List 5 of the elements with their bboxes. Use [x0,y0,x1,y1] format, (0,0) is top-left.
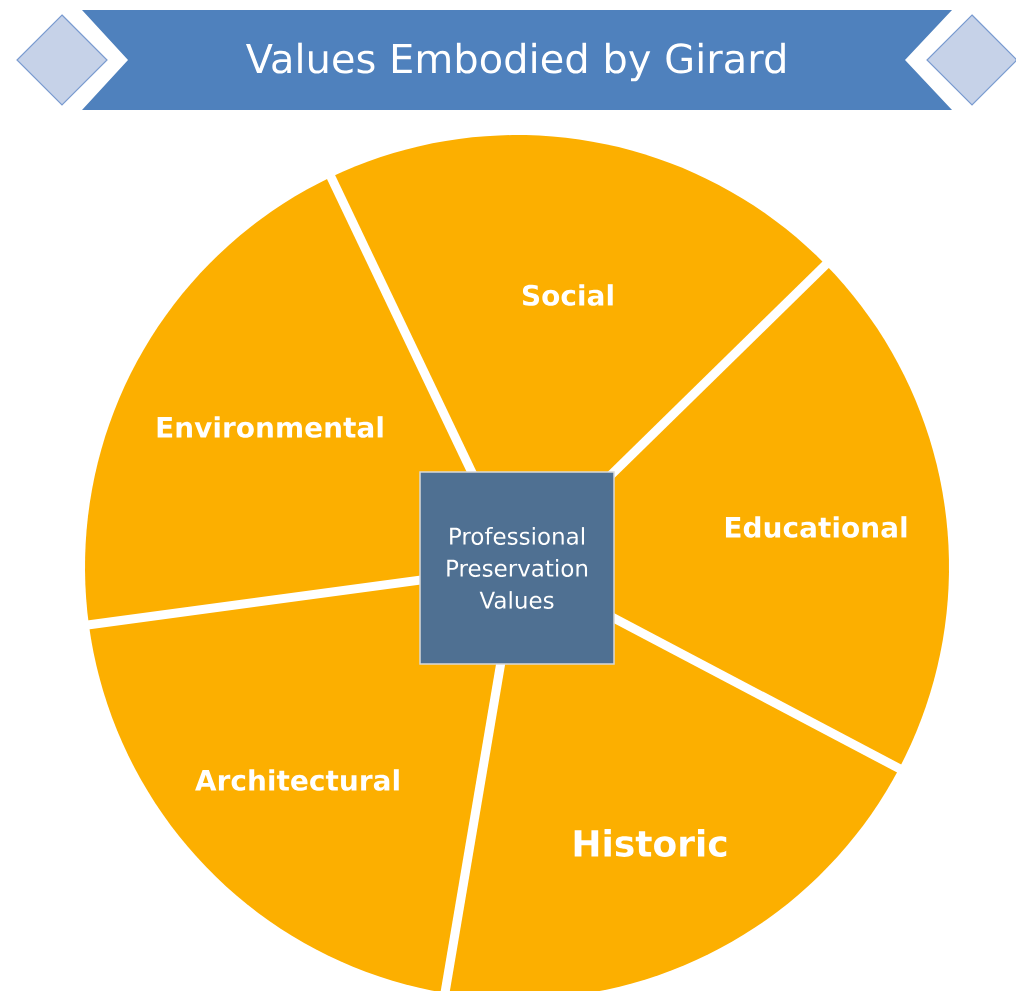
center-box: Professional Preservation Values [419,471,615,665]
node-label: Historic [574,829,727,857]
title-banner: Values Embodied by Girard [16,10,1016,110]
node-label: Social [522,284,613,306]
node-label: Architectural [195,769,399,791]
